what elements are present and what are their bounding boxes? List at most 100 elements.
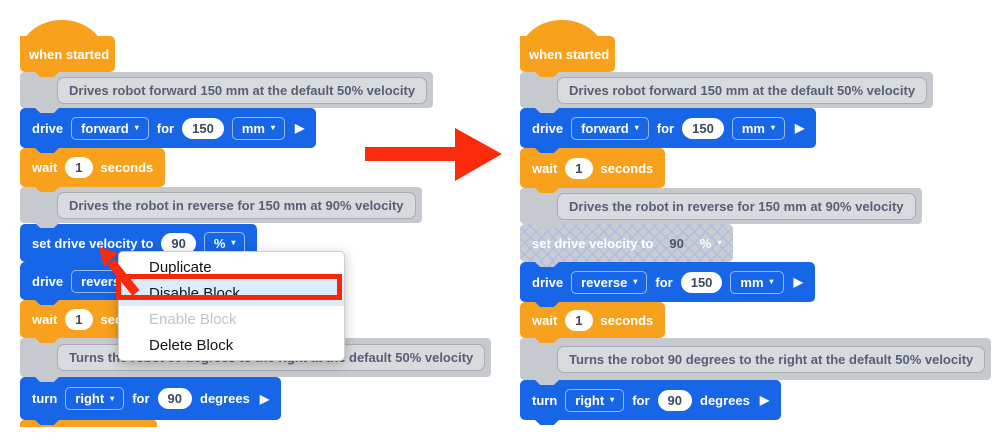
direction-dropdown[interactable]: right ▾	[565, 388, 625, 412]
unit-dropdown[interactable]: mm ▾	[731, 116, 785, 140]
unit-dropdown: % ▾	[700, 236, 722, 251]
block-label: for	[132, 391, 150, 406]
dropdown-value: mm	[241, 120, 265, 136]
when-started-hat-block[interactable]: when started	[520, 20, 615, 72]
partial-wait-block[interactable]	[20, 420, 157, 427]
chevron-down-icon: ▾	[769, 277, 774, 286]
block-label: for	[655, 274, 673, 290]
block-label: for	[656, 120, 675, 136]
comment-block[interactable]: Drives the robot in reverse for 150 mm a…	[20, 187, 422, 223]
chevron-down-icon: ▾	[110, 393, 115, 403]
play-icon[interactable]: ▶	[759, 393, 770, 407]
set-drive-velocity-block-disabled[interactable]: set drive velocity to 90 % ▾	[520, 224, 733, 262]
block-label: wait	[532, 312, 558, 328]
comment-block[interactable]: Drives robot forward 150 mm at the defau…	[520, 72, 934, 108]
comment-text: Drives the robot in reverse for 150 mm a…	[57, 191, 416, 219]
block-label: wait	[32, 160, 58, 175]
seconds-input[interactable]: 1	[65, 157, 93, 178]
direction-dropdown[interactable]: right ▾	[65, 387, 125, 410]
menu-item-duplicate[interactable]: Duplicate	[119, 254, 344, 280]
dropdown-value: %	[213, 235, 226, 251]
block-label: set drive velocity to	[32, 235, 154, 251]
drive-reverse-block[interactable]: drive reverse ▾ for 150 mm ▾ ▶	[520, 262, 815, 302]
hat-label: when started	[29, 46, 110, 62]
menu-item-label: Delete Block	[149, 336, 234, 354]
menu-item-enable-block: Enable Block	[119, 306, 344, 332]
menu-item-label: Duplicate	[149, 258, 212, 276]
comment-block[interactable]: Turns the robot 90 degrees to the right …	[520, 338, 992, 380]
block-label: drive	[532, 274, 564, 290]
chevron-down-icon: ▾	[610, 395, 615, 404]
menu-item-delete-block[interactable]: Delete Block	[119, 332, 344, 358]
chevron-down-icon: ▾	[270, 123, 275, 132]
seconds-input[interactable]: 1	[65, 308, 93, 330]
turn-right-block[interactable]: turn right ▾ for 90 degrees ▶	[520, 380, 782, 420]
block-label: seconds	[100, 160, 154, 175]
direction-dropdown[interactable]: forward ▾	[71, 116, 149, 140]
block-label: wait	[32, 311, 58, 327]
comment-text: Drives robot forward 150 mm at the defau…	[57, 76, 428, 104]
when-started-hat-block[interactable]: when started	[20, 20, 115, 72]
block-label: drive	[532, 120, 564, 136]
hat-label: when started	[529, 46, 610, 62]
wait-block[interactable]: wait 1 seconds	[20, 148, 166, 187]
velocity-input[interactable]: 90	[161, 232, 196, 254]
degrees-input[interactable]: 90	[657, 389, 692, 411]
distance-input[interactable]: 150	[182, 117, 224, 139]
dropdown-value: forward	[581, 120, 629, 136]
block-label: degrees	[700, 392, 750, 408]
distance-input[interactable]: 150	[682, 117, 724, 139]
dropdown-value: forward	[81, 120, 129, 136]
turn-right-block[interactable]: turn right ▾ for 90 degrees ▶	[20, 377, 282, 420]
dropdown-value: reverse	[581, 274, 628, 290]
chevron-down-icon: ▾	[634, 123, 639, 132]
block-label: seconds	[600, 312, 654, 328]
chevron-down-icon: ▾	[770, 123, 775, 132]
set-drive-velocity-block[interactable]: set drive velocity to 90 % ▾	[20, 224, 258, 262]
block-label: turn	[32, 391, 58, 406]
block-label: turn	[532, 392, 558, 408]
unit-dropdown[interactable]: mm ▾	[730, 270, 784, 294]
block-label: for	[632, 392, 650, 408]
seconds-input[interactable]: 1	[565, 157, 593, 179]
dropdown-value: mm	[741, 120, 765, 136]
menu-item-disable-block[interactable]: Disable Block	[119, 280, 344, 306]
play-icon[interactable]: ▶	[793, 275, 803, 289]
velocity-value: 90	[669, 235, 684, 251]
drive-forward-block[interactable]: drive forward ▾ for 150 mm ▾ ▶	[20, 108, 317, 148]
chevron-down-icon: ▾	[231, 238, 236, 247]
wait-block[interactable]: wait 1 seconds	[520, 302, 666, 338]
chevron-down-icon: ▾	[717, 238, 722, 247]
play-icon[interactable]: ▶	[294, 121, 305, 135]
block-label: drive	[32, 120, 64, 136]
wait-block[interactable]: wait 1 seconds	[520, 148, 666, 188]
block-label: set drive velocity to	[532, 235, 654, 251]
comment-text: Drives the robot in reverse for 150 mm a…	[557, 192, 916, 220]
menu-item-label: Enable Block	[149, 310, 237, 328]
dropdown-value: mm	[740, 274, 764, 290]
dropdown-value: right	[75, 391, 105, 406]
transition-arrow	[365, 128, 502, 181]
menu-item-label: Disable Block	[149, 284, 240, 302]
chevron-down-icon: ▾	[633, 277, 638, 286]
drive-forward-block[interactable]: drive forward ▾ for 150 mm ▾ ▶	[520, 108, 817, 148]
comment-text: Turns the robot 90 degrees to the right …	[557, 345, 986, 373]
unit-dropdown[interactable]: mm ▾	[231, 116, 285, 140]
comment-text: Drives robot forward 150 mm at the defau…	[557, 76, 928, 104]
dropdown-value: %	[699, 235, 712, 251]
block-label: drive	[32, 273, 64, 289]
distance-input[interactable]: 150	[680, 271, 723, 293]
degrees-input[interactable]: 90	[157, 388, 192, 409]
comment-block[interactable]: Drives the robot in reverse for 150 mm a…	[520, 188, 922, 224]
dropdown-value: right	[575, 392, 605, 408]
block-label: wait	[532, 160, 558, 176]
direction-dropdown[interactable]: forward ▾	[571, 116, 649, 140]
play-icon[interactable]: ▶	[259, 391, 270, 406]
seconds-input[interactable]: 1	[565, 309, 593, 331]
block-context-menu: Duplicate Disable Block Enable Block Del…	[118, 251, 345, 361]
block-label: degrees	[200, 391, 250, 406]
play-icon[interactable]: ▶	[794, 121, 805, 135]
direction-dropdown[interactable]: reverse ▾	[571, 270, 648, 294]
comment-block[interactable]: Drives robot forward 150 mm at the defau…	[20, 72, 434, 108]
